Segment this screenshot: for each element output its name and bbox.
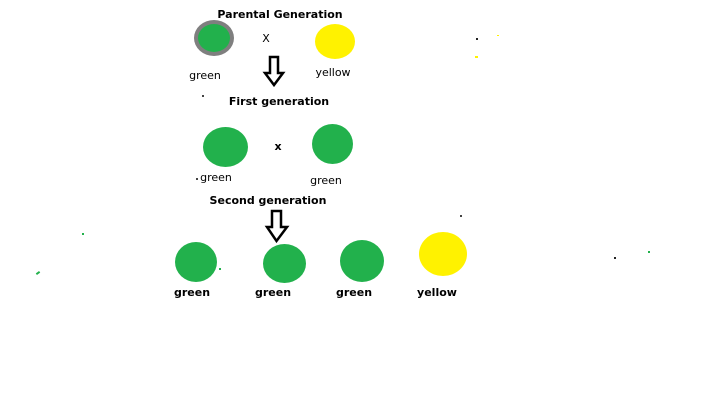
f1-left-label: green bbox=[200, 171, 232, 184]
speck bbox=[196, 178, 198, 180]
f1-green-pea-left bbox=[203, 127, 248, 167]
parental-cross-symbol: X bbox=[262, 32, 270, 45]
first-generation-heading: First generation bbox=[228, 95, 330, 108]
down-arrow-icon bbox=[262, 55, 286, 88]
speck bbox=[475, 56, 478, 58]
speck bbox=[202, 95, 204, 97]
second-generation-heading: Second generation bbox=[209, 194, 327, 207]
speck bbox=[614, 257, 616, 259]
parent-yellow-pea bbox=[315, 24, 355, 59]
speck bbox=[497, 35, 499, 36]
speck bbox=[460, 215, 462, 217]
first-cross-symbol: x bbox=[274, 140, 282, 153]
speck bbox=[648, 251, 650, 253]
f2-label-1: green bbox=[173, 286, 211, 299]
f1-right-label: green bbox=[310, 174, 342, 187]
parent-green-label: green bbox=[189, 69, 221, 82]
f2-label-2: green bbox=[254, 286, 292, 299]
f2-green-pea-3 bbox=[340, 240, 384, 282]
down-arrow-icon bbox=[264, 209, 290, 244]
speck bbox=[219, 268, 221, 270]
parent-green-pea bbox=[194, 20, 234, 56]
f2-yellow-pea bbox=[419, 232, 467, 276]
f2-label-3: green bbox=[335, 286, 373, 299]
speck bbox=[476, 38, 478, 40]
f2-green-pea-2 bbox=[263, 244, 306, 283]
parent-yellow-label: yellow bbox=[315, 66, 351, 79]
f2-label-4: yellow bbox=[417, 286, 457, 299]
speck bbox=[35, 271, 41, 275]
speck bbox=[82, 233, 84, 235]
f2-green-pea-1 bbox=[175, 242, 217, 282]
parental-generation-heading: Parental Generation bbox=[217, 8, 343, 21]
f1-green-pea-right bbox=[312, 124, 353, 164]
